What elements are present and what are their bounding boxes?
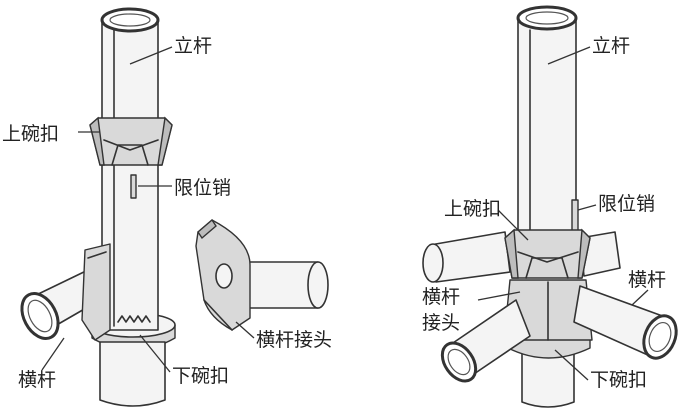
right-lead-vertical-pole (547, 46, 591, 65)
right-label-lower-bowl: 下碗扣 (590, 369, 647, 391)
right-label-joint-line1: 横杆 (422, 286, 460, 308)
right-label-horizontal-pole: 横杆 (628, 269, 666, 291)
left-lead-lower-bowl (139, 334, 171, 373)
left-vertical-pole (100, 7, 160, 331)
left-limit-pin (130, 174, 137, 199)
left-label-upper-bowl: 上碗扣 (2, 123, 59, 145)
right-lead-upper-bowl (497, 209, 529, 241)
left-horizontal-pole (20, 243, 111, 341)
right-label-limit-pin: 限位销 (598, 193, 655, 215)
left-horizontal-joint (195, 218, 329, 331)
left-label-vertical-pole: 立杆 (174, 35, 212, 57)
right-lead-joint (477, 291, 521, 301)
right-horizontal-pole-front-right (573, 285, 678, 360)
right-upper-bowl (504, 228, 591, 279)
right-horizontal-pole-front-left (440, 299, 531, 383)
left-label-horizontal-joint: 横杆接头 (256, 329, 332, 351)
left-label-limit-pin: 限位销 (174, 177, 231, 199)
left-lead-vertical-pole (129, 46, 173, 65)
left-lead-horizontal-pole (41, 337, 65, 371)
right-label-vertical-pole: 立杆 (592, 35, 630, 57)
left-upper-bowl (89, 116, 173, 166)
right-lead-horizontal-pole (631, 289, 649, 306)
right-lead-lower-bowl (554, 349, 589, 381)
left-label-lower-bowl: 下碗扣 (172, 365, 229, 387)
right-figure: 立杆 上碗扣 限位销 横杆 横杆 接头 下碗扣 (422, 5, 678, 408)
right-vertical-pole (516, 5, 578, 261)
left-label-horizontal-pole: 横杆 (18, 369, 56, 391)
right-back-left-pole (422, 231, 511, 283)
left-figure: 立杆 上碗扣 限位销 横杆 横杆接头 下碗扣 (2, 7, 332, 407)
right-lead-limit-pin (577, 204, 597, 211)
right-label-joint-line2: 接头 (422, 312, 460, 334)
right-limit-pin (571, 199, 579, 233)
left-lead-horizontal-joint (235, 321, 255, 339)
right-label-upper-bowl: 上碗扣 (444, 198, 501, 220)
